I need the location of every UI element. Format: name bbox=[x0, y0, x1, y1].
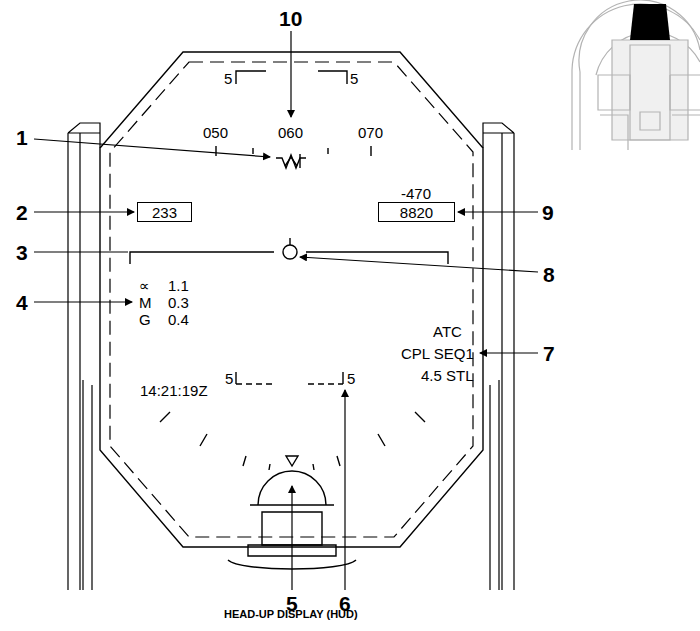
callout-number: 10 bbox=[279, 8, 302, 29]
callout-number: 1 bbox=[16, 127, 28, 148]
readout-value: 233 bbox=[152, 205, 177, 220]
pitch-ladder-number: 5 bbox=[350, 71, 358, 86]
callout-number: 4 bbox=[16, 292, 28, 313]
hud-data-value: 1.1 bbox=[168, 278, 189, 293]
autopilot-mode: 4.5 STL bbox=[421, 368, 474, 383]
pitch-ladder-number: 5 bbox=[224, 71, 232, 86]
callout-number: 2 bbox=[16, 202, 28, 223]
autopilot-mode: ATC bbox=[433, 324, 462, 339]
heading-scale-number: 060 bbox=[278, 125, 303, 140]
hud-data-value: 0.4 bbox=[168, 312, 189, 327]
callout-number: 7 bbox=[543, 343, 555, 364]
hud-data-label: G bbox=[139, 312, 151, 327]
vertical-velocity: -470 bbox=[401, 186, 431, 201]
pitch-ladder-number: 5 bbox=[225, 371, 233, 386]
time-readout: 14:21:19Z bbox=[140, 383, 208, 398]
hud-data-label: ∝ bbox=[139, 278, 150, 293]
heading-scale-number: 070 bbox=[358, 125, 383, 140]
autopilot-mode: CPL SEQ1 bbox=[401, 346, 474, 361]
pitch-ladder-number: 5 bbox=[347, 371, 355, 386]
readout-value: 8820 bbox=[400, 205, 433, 220]
hud-data-value: 0.3 bbox=[168, 295, 189, 310]
heading-scale-number: 050 bbox=[203, 125, 228, 140]
callout-number: 3 bbox=[16, 242, 28, 263]
altitude-box: 8820 bbox=[378, 202, 455, 222]
figure-caption: HEAD-UP DISPLAY (HUD) bbox=[224, 609, 358, 620]
hud-data-label: M bbox=[139, 295, 152, 310]
callout-number: 8 bbox=[543, 264, 555, 285]
callout-number: 9 bbox=[542, 202, 554, 223]
airspeed-box: 233 bbox=[137, 202, 192, 222]
